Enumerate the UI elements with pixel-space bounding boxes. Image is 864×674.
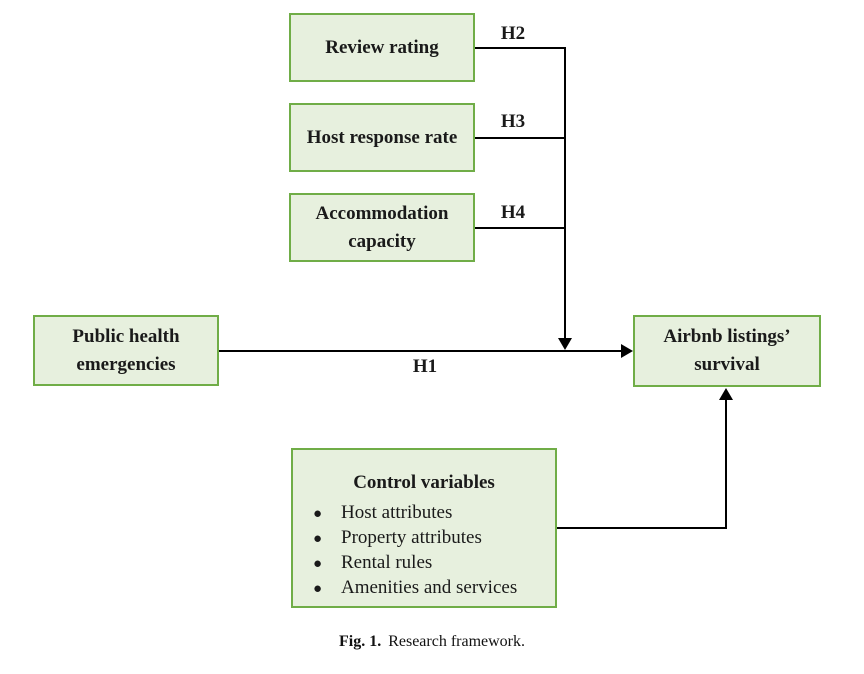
bullet-icon: ● <box>313 531 323 547</box>
hypothesis-label-h3: H3 <box>500 111 526 132</box>
up-arrowhead-icon <box>719 388 733 400</box>
box-airbnb-listings-survival-label: Airbnb listings’ survival <box>663 326 791 375</box>
box-host-response-rate: Host response rate <box>289 103 475 172</box>
combined-vertical-line <box>564 47 566 340</box>
box-accommodation-capacity-label: Accommodation capacity <box>315 202 449 252</box>
hypothesis-label-h2: H2 <box>500 23 526 44</box>
list-item: ● Rental rules <box>309 551 555 576</box>
box-review-rating-label: Review rating <box>325 36 439 58</box>
box-airbnb-listings-survival: Airbnb listings’ survival <box>633 315 821 387</box>
control-item-host-attributes: Host attributes <box>341 502 453 523</box>
box-review-rating: Review rating <box>289 13 475 82</box>
figure-caption: Fig. 1. Research framework. <box>0 631 864 653</box>
list-item: ● Property attributes <box>309 526 555 551</box>
control-variables-title: Control variables <box>353 472 495 493</box>
bullet-icon: ● <box>313 506 323 522</box>
h4-connector-line <box>475 227 566 229</box>
list-item: ● Host attributes <box>309 501 555 526</box>
right-arrowhead-icon <box>621 344 633 358</box>
box-public-health-emergencies: Public health emergencies <box>33 315 219 386</box>
h3-connector-line <box>475 137 566 139</box>
box-public-health-emergencies-label: Public health emergencies <box>72 325 180 375</box>
box-accommodation-capacity: Accommodation capacity <box>289 193 475 262</box>
h1-arrow-line <box>219 350 623 352</box>
control-connector-horizontal-line <box>557 527 727 529</box>
control-item-amenities-services: Amenities and services <box>341 577 518 598</box>
figure-caption-text: Research framework. <box>388 633 526 650</box>
hypothesis-label-h4: H4 <box>500 202 526 223</box>
hypothesis-label-h1: H1 <box>412 356 438 377</box>
figure-caption-number: Fig. 1. <box>338 633 382 650</box>
control-variables-list: ● Host attributes ● Property attributes … <box>293 501 555 601</box>
h2-connector-line <box>475 47 566 49</box>
box-control-variables: Control variables ● Host attributes ● Pr… <box>291 448 557 608</box>
control-connector-vertical-line <box>725 398 727 529</box>
control-item-rental-rules: Rental rules <box>341 552 433 573</box>
down-arrowhead-icon <box>558 338 572 350</box>
bullet-icon: ● <box>313 556 323 572</box>
bullet-icon: ● <box>313 581 323 597</box>
list-item: ● Amenities and services <box>309 576 555 601</box>
box-host-response-rate-label: Host response rate <box>306 126 458 148</box>
control-item-property-attributes: Property attributes <box>341 527 482 548</box>
